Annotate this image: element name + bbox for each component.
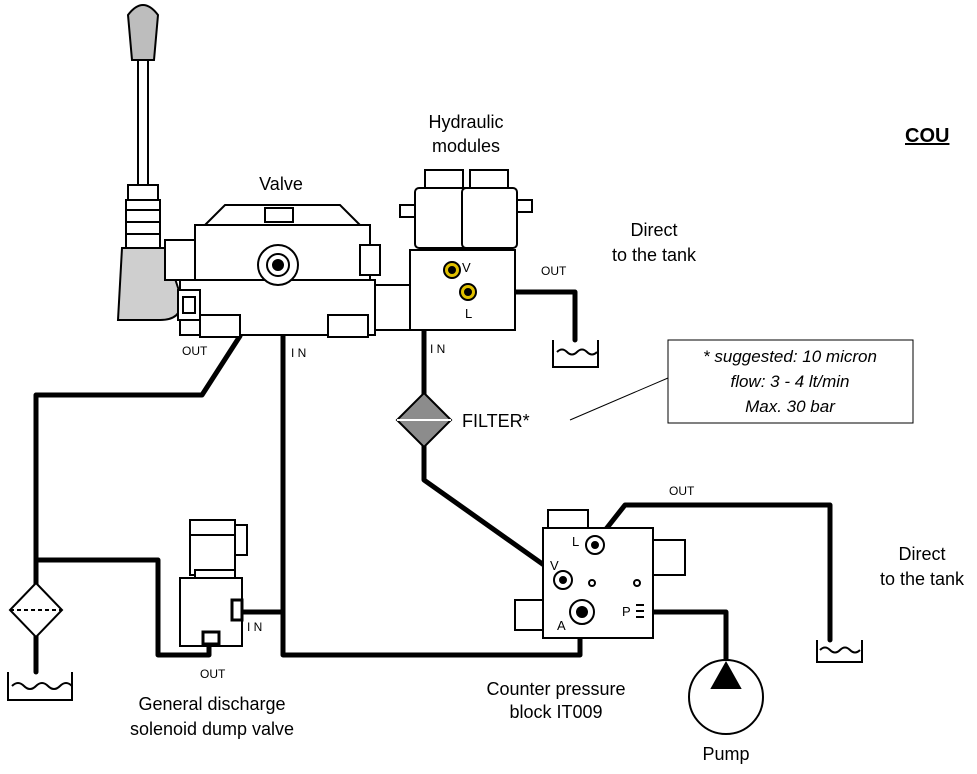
hydraulic-modules-label-2: modules [432, 136, 500, 156]
port-block-l: L [572, 534, 579, 549]
hydraulic-modules [399, 169, 533, 331]
valve-assembly [116, 4, 416, 338]
dump-valve-label-2: solenoid dump valve [130, 719, 294, 739]
valve-label: Valve [259, 174, 303, 194]
port-module-in: I N [430, 342, 445, 356]
filter-note-2: flow: 3 - 4 lt/min [730, 372, 849, 391]
direct-tank-right-1: Direct [898, 544, 945, 564]
filter-main [395, 391, 453, 449]
tank-left [7, 672, 73, 701]
port-dump-out: OUT [200, 667, 226, 681]
lever-rod [137, 39, 149, 191]
line-dump-out [33, 557, 212, 658]
hydraulic-modules-label-1: Hydraulic [428, 112, 503, 132]
port-valve-in: I N [291, 346, 306, 360]
filter-callout-line [569, 377, 669, 421]
direct-tank-right-2: to the tank [880, 569, 965, 589]
port-module-l: L [465, 306, 472, 321]
port-block-p: P [622, 604, 631, 619]
port-module-v: V [462, 260, 471, 275]
counter-pressure-label-2: block IT009 [509, 702, 602, 722]
filter-left [8, 581, 64, 639]
filter-note-1: * suggested: 10 micron [703, 347, 877, 366]
line-block-pump [645, 609, 729, 663]
filter-note-3: Max. 30 bar [745, 397, 836, 416]
dump-valve-label-1: General discharge [138, 694, 285, 714]
filter-note-box [667, 339, 914, 424]
pump-label: Pump [702, 744, 749, 764]
port-block-out: OUT [669, 484, 695, 498]
port-valve-out: OUT [182, 344, 208, 358]
counter-pressure-block [514, 509, 686, 639]
lever-handle-icon [126, 4, 160, 61]
direct-tank-top-2: to the tank [612, 245, 697, 265]
line-filter-block [421, 437, 561, 578]
counter-pressure-label-1: Counter pressure [486, 679, 625, 699]
port-module-out: OUT [541, 264, 567, 278]
tank-top [552, 340, 599, 368]
pump-icon [688, 659, 764, 735]
line-block-out [592, 502, 833, 643]
line-valve-out [33, 333, 243, 593]
port-block-v: V [550, 558, 559, 573]
port-dump-in: I N [247, 620, 262, 634]
page-title: COU [905, 125, 949, 147]
port-block-a: A [557, 618, 566, 633]
dump-valve [179, 519, 248, 647]
tank-right [816, 640, 863, 663]
filter-label: FILTER* [462, 411, 530, 431]
direct-tank-top-1: Direct [630, 220, 677, 240]
